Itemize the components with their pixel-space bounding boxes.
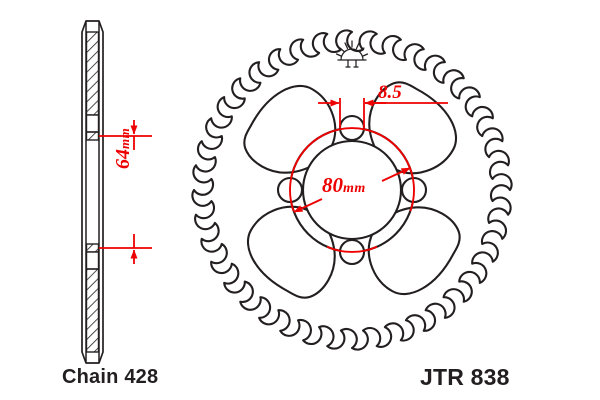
sprocket-face-view (191, 29, 513, 351)
section-hatch-upper (85, 31, 100, 116)
dimension-80mm-unit: mm (343, 181, 366, 196)
dimension-label-64mm: 64mm (112, 128, 135, 169)
section-hatch-upper-boss (85, 131, 100, 141)
section-hatch-lower-boss (85, 243, 100, 253)
dimension-label-8_5: 8.5 (378, 82, 402, 103)
dimension-80mm-value: 80 (322, 173, 343, 197)
burr-free-symbol (335, 40, 369, 68)
section-band-lower (85, 251, 100, 270)
dimension-64mm-unit: mm (117, 127, 132, 149)
bolt-circle-arc (289, 127, 415, 253)
dimension-64mm (99, 120, 152, 264)
dimension-label-80mm: 80mm (322, 173, 366, 198)
part-number-label: JTR 838 (420, 364, 510, 390)
section-band-upper (85, 114, 100, 133)
bolt-holes (276, 114, 428, 266)
dimension-64mm-value: 64 (112, 149, 134, 169)
section-hatch-lower (85, 268, 100, 353)
dimension-8_5 (318, 98, 448, 128)
lightening-windows (243, 81, 461, 299)
dimension-80mm (293, 167, 411, 213)
sprocket-cross-section (81, 20, 152, 364)
chain-size-label: Chain 428 (62, 366, 159, 388)
